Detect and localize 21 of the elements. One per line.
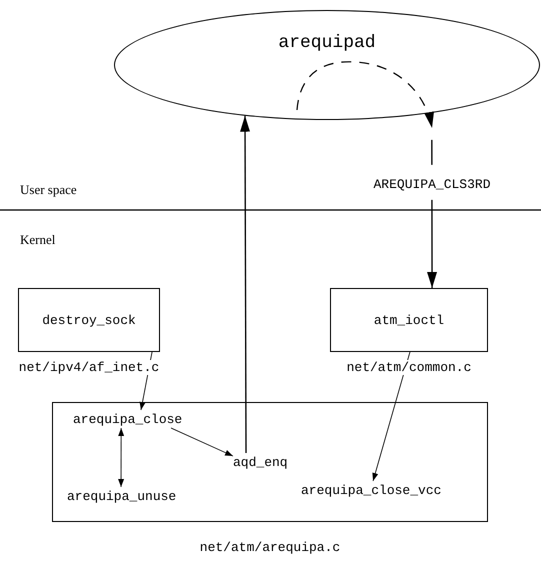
arrow	[118, 428, 124, 488]
arrow	[372, 352, 410, 482]
function-name: arequipa_close	[73, 412, 182, 426]
edge-label: AREQUIPA_CLS3RD	[371, 177, 493, 192]
function-box	[18, 288, 160, 352]
function-name: arequipa_close_vcc	[301, 482, 442, 498]
function-name: destroy_sock	[42, 312, 136, 328]
function-box	[330, 288, 488, 352]
function-name: arequipad	[278, 33, 376, 53]
function-name: arequipa_unuse	[67, 488, 176, 504]
function-name: atm_ioctl	[374, 312, 444, 328]
module-box	[52, 402, 488, 522]
process-ellipse	[114, 10, 540, 120]
arrow	[170, 428, 234, 456]
file-path-caption: net/atm/common.c	[346, 360, 472, 375]
region-label: User space	[20, 182, 77, 198]
file-path-caption: net/ipv4/af_inet.c	[18, 360, 160, 375]
arrow	[240, 116, 250, 453]
file-path-caption: net/atm/arequipa.c	[200, 540, 340, 555]
function-name: aqd_enq	[233, 454, 288, 470]
region-label: Kernel	[20, 232, 56, 248]
